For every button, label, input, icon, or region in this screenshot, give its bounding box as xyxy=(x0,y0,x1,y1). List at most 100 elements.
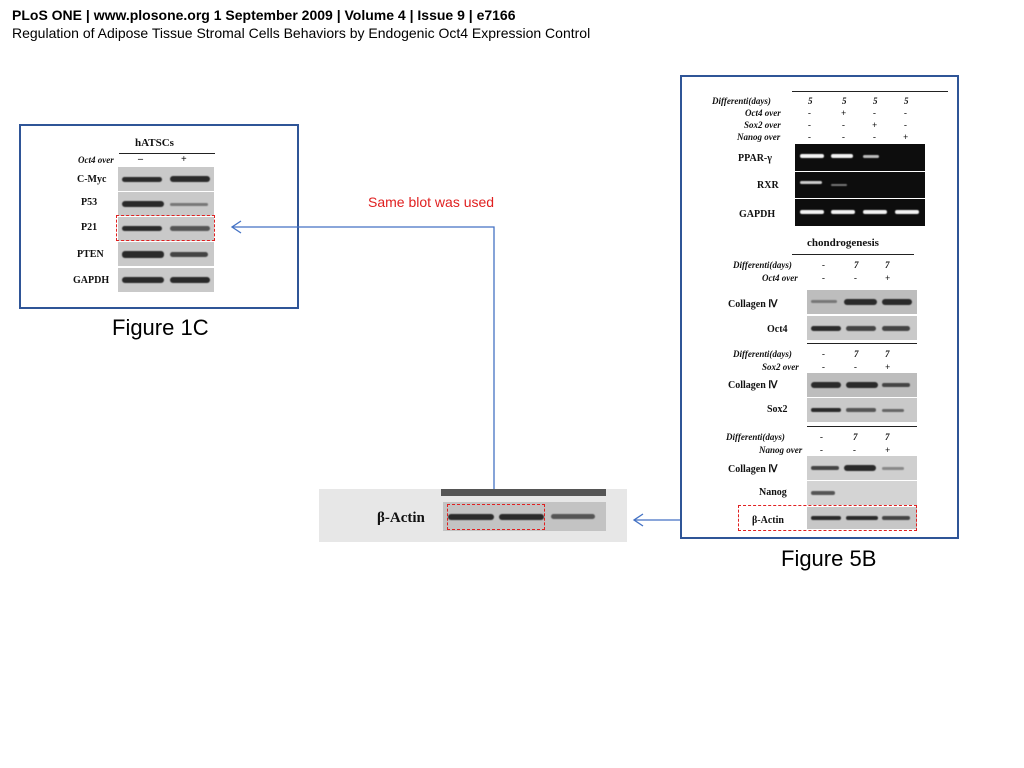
actin-zoom-panel: β-Actin xyxy=(319,489,627,542)
fig5b-cond-label: Differenti(days) xyxy=(733,260,792,270)
fig5b-blot-actin xyxy=(807,507,917,529)
fig5b-cond-value: + xyxy=(885,273,891,283)
fig5b-blot-oct4 xyxy=(807,316,917,340)
header-citation: PLoS ONE | www.plosone.org 1 September 2… xyxy=(12,7,516,23)
fig1c-row-label: C-Myc xyxy=(77,174,107,185)
fig5b-gel-gapdh xyxy=(795,199,925,226)
fig5b-cond-value: + xyxy=(903,132,909,142)
fig5b-row-label: RXR xyxy=(757,180,779,191)
fig5b-cond-label: Oct4 over xyxy=(745,108,781,118)
fig1c-row-label: GAPDH xyxy=(73,275,110,286)
fig5b-row-label: PPAR-γ xyxy=(738,153,772,164)
fig1c-blot-p53 xyxy=(118,192,214,216)
fig5b-top-rule xyxy=(792,91,948,92)
fig5b-row-label: Oct4 xyxy=(767,324,788,335)
fig1c-blot-gapdh xyxy=(118,268,214,292)
fig5b-cond-value: 7 xyxy=(854,349,859,359)
fig5b-cond-value: 7 xyxy=(885,260,890,270)
fig1c-title: hATSCs xyxy=(135,137,174,149)
fig5b-sox2-rule xyxy=(807,343,917,344)
actin-zoom-blot xyxy=(443,502,606,531)
fig5b-row-label: Sox2 xyxy=(767,404,788,415)
fig5b-cond-label: Sox2 over xyxy=(762,362,799,372)
fig1c-title-rule xyxy=(119,153,215,154)
fig5b-cond-value: - xyxy=(854,362,857,372)
fig5b-cond-value: - xyxy=(822,260,825,270)
actin-zoom-top-strip xyxy=(441,489,606,496)
fig5b-cond-value: - xyxy=(808,108,811,118)
fig1c-blot-cmyc xyxy=(118,167,214,191)
fig1c-p21-highlight xyxy=(116,215,215,241)
fig1c-lane-minus: – xyxy=(138,154,143,165)
fig5b-cond-value: - xyxy=(873,108,876,118)
fig5b-cond-value: - xyxy=(808,120,811,130)
fig1c-row-label: P53 xyxy=(81,197,98,208)
arrow-to-actin-zoom-head xyxy=(632,513,644,527)
fig5b-blot-collagen-oct4 xyxy=(807,290,917,314)
fig5b-blot-sox2 xyxy=(807,398,917,422)
fig5b-nanog-rule xyxy=(807,426,917,427)
fig5b-row-label: GAPDH xyxy=(739,209,776,220)
same-blot-note: Same blot was used xyxy=(368,194,495,210)
fig5b-cond-label: Differenti(days) xyxy=(726,432,785,442)
fig5b-chondro-title: chondrogenesis xyxy=(807,237,879,249)
fig1c-row-label: P21 xyxy=(81,222,98,233)
fig5b-cond-value: 7 xyxy=(853,432,858,442)
fig5b-cond-value: - xyxy=(822,273,825,283)
arrow-to-fig1c-head xyxy=(230,220,242,234)
fig5b-cond-value: - xyxy=(873,132,876,142)
fig5b-cond-label: Differenti(days) xyxy=(712,96,771,106)
fig5b-blot-collagen-nanog xyxy=(807,456,917,480)
fig5b-cond-value: 7 xyxy=(854,260,859,270)
figure-5b-frame: Differenti(days) Oct4 over Sox2 over Nan… xyxy=(680,75,959,539)
fig5b-blot-collagen-sox2 xyxy=(807,373,917,397)
fig1c-blot-pten xyxy=(118,242,214,266)
fig5b-cond-value: - xyxy=(854,273,857,283)
fig5b-cond-label: Differenti(days) xyxy=(733,349,792,359)
fig5b-cond-value: - xyxy=(904,108,907,118)
fig5b-cond-label: Oct4 over xyxy=(762,273,798,283)
fig5b-gel-rxr xyxy=(795,172,925,198)
fig1c-row-label: PTEN xyxy=(77,249,104,260)
fig5b-cond-value: 5 xyxy=(873,96,878,106)
fig5b-chondro-rule xyxy=(792,254,914,255)
actin-zoom-label: β-Actin xyxy=(377,510,425,526)
fig5b-cond-value: - xyxy=(822,349,825,359)
fig5b-cond-value: - xyxy=(820,432,823,442)
fig5b-row-label: Collagen Ⅳ xyxy=(728,299,778,310)
fig5b-actin-highlight xyxy=(738,505,917,531)
fig5b-cond-value: + xyxy=(872,120,878,130)
fig5b-blot-nanog xyxy=(807,481,917,505)
fig5b-cond-value: + xyxy=(841,108,847,118)
fig1c-lane-plus: + xyxy=(181,154,187,165)
fig5b-cond-value: 5 xyxy=(808,96,813,106)
fig1c-condition-label: Oct4 over xyxy=(78,155,114,165)
fig5b-cond-value: 7 xyxy=(885,349,890,359)
fig5b-cond-value: 5 xyxy=(904,96,909,106)
fig5b-cond-value: - xyxy=(842,132,845,142)
fig5b-cond-value: - xyxy=(853,445,856,455)
figure-1c-caption: Figure 1C xyxy=(112,315,209,340)
fig5b-gel-ppar xyxy=(795,144,925,171)
fig5b-cond-label: Sox2 over xyxy=(744,120,781,130)
fig5b-row-label: Nanog xyxy=(759,487,787,498)
fig5b-row-label: β-Actin xyxy=(752,515,784,526)
fig5b-cond-value: - xyxy=(842,120,845,130)
fig5b-cond-value: - xyxy=(808,132,811,142)
fig5b-cond-value: - xyxy=(822,362,825,372)
fig5b-cond-value: + xyxy=(885,362,891,372)
fig5b-cond-value: 7 xyxy=(885,432,890,442)
fig5b-row-label: Collagen Ⅳ xyxy=(728,380,778,391)
arrow-to-fig1c xyxy=(232,226,495,490)
fig5b-cond-label: Nanog over xyxy=(737,132,781,142)
fig5b-cond-label: Nanog over xyxy=(759,445,803,455)
fig5b-row-label: Collagen Ⅳ xyxy=(728,464,778,475)
fig5b-cond-value: 5 xyxy=(842,96,847,106)
actin-zoom-highlight xyxy=(447,504,545,530)
header-title: Regulation of Adipose Tissue Stromal Cel… xyxy=(12,25,591,41)
figure-1c-frame: hATSCs Oct4 over – + C-Myc P53 P21 PTEN … xyxy=(19,124,299,309)
fig1c-blot-p21 xyxy=(118,217,214,241)
fig5b-cond-value: + xyxy=(885,445,891,455)
fig5b-cond-value: - xyxy=(820,445,823,455)
figure-5b-caption: Figure 5B xyxy=(781,546,877,571)
